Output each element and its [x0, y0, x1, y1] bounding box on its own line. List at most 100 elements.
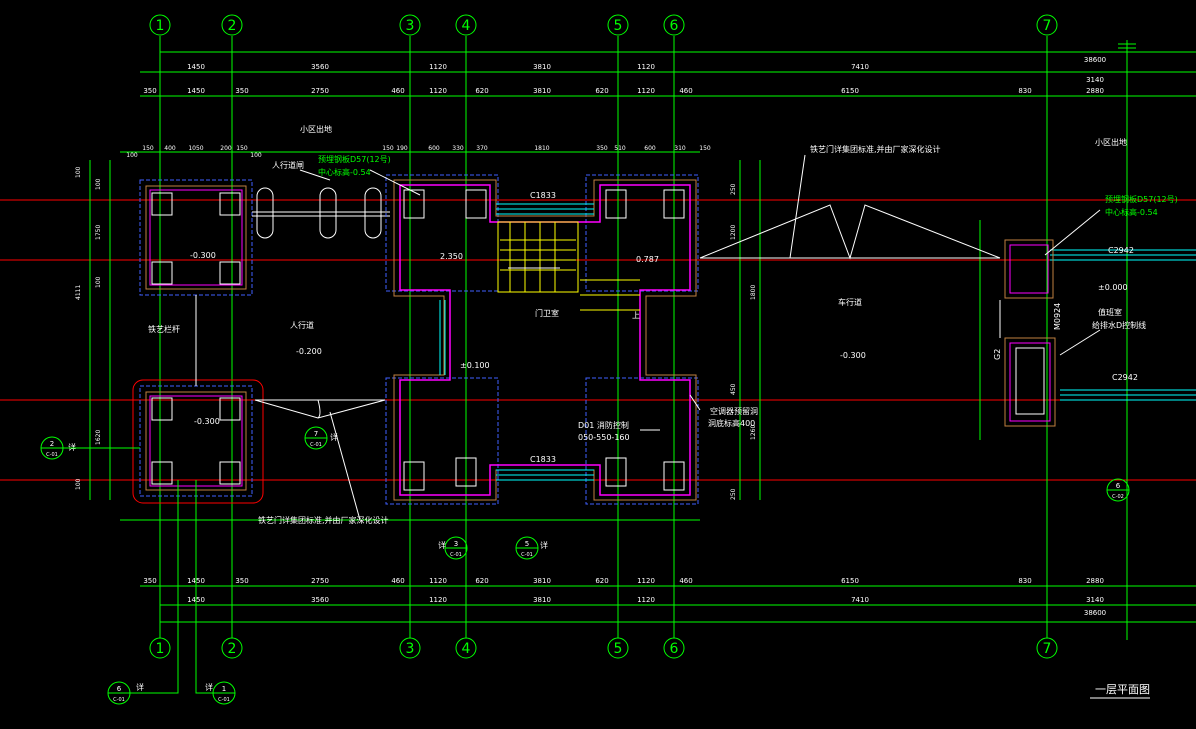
dim-b1-6: 3140	[1086, 596, 1104, 604]
elev-0100: ±0.100	[460, 361, 490, 370]
dim-s-3: 1050	[188, 145, 203, 152]
dim-s-7: 150	[382, 145, 394, 152]
dim-r2-13: 2880	[1086, 87, 1104, 95]
note-embed-plate-1: 预埋钢板D57(12号)	[318, 154, 391, 164]
window-c1833-top: C1833	[530, 191, 556, 200]
dim-s-5: 150	[236, 145, 248, 152]
leader-lines	[299, 154, 1101, 521]
dim-total-bottom: 38600	[1084, 609, 1106, 617]
dim-s-10: 330	[452, 145, 464, 152]
dim-s-6: 100	[250, 152, 262, 159]
elev-m0300-b: -0.300	[194, 417, 220, 426]
door-m0924: M0924	[1053, 303, 1062, 330]
elev-0787: 0.787	[636, 255, 659, 264]
guard-house	[385, 174, 699, 505]
dim-b2-2: 350	[235, 577, 248, 585]
label-d01: D01 消防控制	[578, 420, 629, 430]
axis-label-bottom-3: 3	[406, 641, 415, 657]
axis-label-top-5: 5	[614, 18, 623, 34]
axis-label-bottom-6: 6	[670, 641, 679, 657]
red-axis-lines	[0, 199, 1196, 481]
ldim-1: 100	[95, 178, 102, 190]
axis-label-bottom-5: 5	[614, 641, 623, 657]
dim-r2-0: 350	[143, 87, 156, 95]
dim-s-12: 1810	[534, 145, 549, 152]
callout-word-2: 详	[438, 540, 446, 550]
axis-label-bottom-4: 4	[462, 641, 471, 657]
axis-grid	[159, 36, 1048, 638]
dim-r1-0: 1450	[187, 63, 205, 71]
axis-label-top-6: 6	[670, 18, 679, 34]
callout-word-4: 详	[136, 682, 144, 692]
dim-b1-3: 3810	[533, 596, 551, 604]
ldim-0: 100	[75, 166, 82, 178]
axis-label-bottom-1: 1	[156, 641, 165, 657]
window-lines	[439, 203, 1196, 481]
dim-s-17: 150	[699, 145, 711, 152]
axis-label-bottom-2: 2	[228, 641, 237, 657]
axis-label-top-2: 2	[228, 18, 237, 34]
dim-b1-2: 1120	[429, 596, 447, 604]
dim-r1-1: 3560	[311, 63, 329, 71]
rdim-7: 250	[730, 488, 737, 500]
ldim-5: 4111	[75, 285, 82, 300]
dim-r2-3: 2750	[311, 87, 329, 95]
callout-num-4: 6	[1116, 482, 1121, 490]
callout-word-1: 详	[330, 432, 338, 442]
dim-s-15: 600	[644, 145, 656, 152]
dim-r1-6: 3140	[1086, 76, 1104, 84]
callout-leaders	[63, 447, 213, 694]
note-pedestrian-gate: 人行道闸	[272, 160, 304, 170]
ldim-8: 1620	[95, 430, 102, 445]
dim-s-13: 350	[596, 145, 608, 152]
dim-b2-11: 6150	[841, 577, 859, 585]
dim-s-11: 370	[476, 145, 488, 152]
rdim-0: 250	[730, 183, 737, 195]
dim-b2-3: 2750	[311, 577, 329, 585]
elev-0000: ±0.000	[1098, 283, 1128, 292]
axis-bubbles-bottom	[149, 637, 1058, 659]
callout-sheet-3: C-01	[521, 552, 533, 558]
dim-b2-13: 2880	[1086, 577, 1104, 585]
dim-s-9: 600	[428, 145, 440, 152]
note-iron-fence: 铁艺栏杆	[148, 324, 180, 334]
rdim-5: 1260	[750, 425, 757, 440]
callout-num-2: 3	[454, 540, 458, 548]
room-driveway: 车行道	[838, 297, 862, 307]
room-walkway: 人行道	[290, 320, 314, 330]
callout-sheet-2: C-01	[450, 552, 462, 558]
label-g2: G2	[993, 349, 1002, 360]
dim-r2-2: 350	[235, 87, 248, 95]
window-c1833-bottom: C1833	[530, 455, 556, 464]
dim-b2-9: 1120	[637, 577, 655, 585]
rdim-2: 1800	[750, 285, 757, 300]
note-ac-opening: 空调器预留洞	[710, 406, 758, 416]
note-gate-bottom: 铁艺门详集团标准,并由厂家深化设计	[258, 515, 389, 525]
ldim-3: 100	[95, 276, 102, 288]
callout-word-3: 详	[540, 540, 548, 550]
turnstile-barriers	[252, 187, 390, 239]
dim-s-16: 310	[674, 145, 686, 152]
callout-num-1: 7	[314, 430, 318, 438]
dim-b2-4: 460	[391, 577, 404, 585]
dim-r1-5: 7410	[851, 63, 869, 71]
callout-word-5: 详	[205, 682, 213, 692]
note-ac-height: 洞底标高400	[708, 418, 755, 428]
ldim-2: 1750	[95, 225, 102, 240]
elev-m0300-c: -0.300	[840, 351, 866, 360]
callout-num-5: 6	[117, 685, 122, 693]
callout-sheet-6: C-01	[218, 697, 230, 703]
dim-s-8: 190	[396, 145, 408, 152]
rdim-4: 450	[730, 383, 737, 395]
axis-label-top-3: 3	[406, 18, 415, 34]
axis-label-top-7: 7	[1043, 18, 1052, 34]
label-duty-room: 值班室	[1098, 307, 1122, 317]
callout-num-6: 1	[222, 685, 226, 693]
dim-s-14: 510	[614, 145, 626, 152]
window-c2942-bottom: C2942	[1112, 373, 1138, 382]
axis-bubbles-top	[149, 14, 1058, 36]
callout-sheet-5: C-01	[113, 697, 125, 703]
dim-s-4: 200	[220, 145, 232, 152]
rdim-1: 1200	[730, 225, 737, 240]
